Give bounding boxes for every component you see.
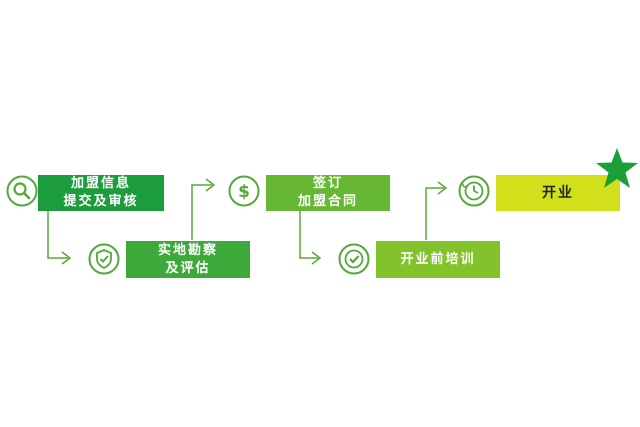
step-2-line1: 实地勘察 [157,242,218,258]
connector-4-5 [425,187,444,240]
step-pre-opening-training: 开业前培训 [376,241,500,278]
shield-check-icon [88,243,120,275]
step-site-survey: 实地勘察 及评估 [126,241,250,278]
step-3-line2: 加盟合同 [297,194,358,209]
connector-1-2 [47,210,68,259]
step-3-line1: 签订 [312,176,343,191]
step-4-line1: 开业前培训 [400,251,476,267]
clock-icon [458,175,490,207]
step-5-line1: 开业 [542,185,574,201]
arrowhead-1-2 [61,251,72,265]
magnifier-icon [6,175,38,207]
step-grand-opening: 开业 [496,175,620,211]
svg-text:$: $ [238,182,250,202]
step-application-review: 加盟信息 提交及审核 [38,175,164,211]
step-1-line2: 提交及审核 [63,194,139,209]
step-2-line2: 及评估 [165,260,211,276]
arrowhead-3-4 [311,251,322,265]
check-circle-icon [338,243,370,275]
connector-2-3 [191,184,212,240]
arrowhead-4-5 [437,181,448,195]
step-1-line1: 加盟信息 [70,176,131,191]
star-icon [596,148,638,188]
dollar-icon: $ [228,175,260,207]
arrowhead-2-3 [205,178,216,192]
connector-3-4 [299,210,318,259]
step-sign-contract: 签订 加盟合同 [266,175,390,211]
